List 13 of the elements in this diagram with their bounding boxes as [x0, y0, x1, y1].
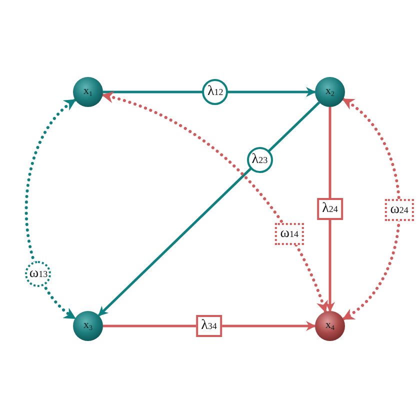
node-label: x$_{4}$: [326, 320, 334, 332]
sphere-node: [73, 311, 103, 341]
arrow: [103, 321, 316, 331]
sphere-node: [73, 77, 103, 107]
arrow: [24, 98, 77, 320]
sphere-node: [315, 311, 345, 341]
arrow: [325, 107, 335, 312]
node-label: x$_{3}$: [84, 320, 92, 332]
arrow: [103, 87, 316, 97]
arrow: [342, 98, 401, 321]
sphere-node: [315, 77, 345, 107]
node-label: x$_{1}$: [84, 86, 92, 98]
node-label: x$_{2}$: [326, 86, 334, 98]
